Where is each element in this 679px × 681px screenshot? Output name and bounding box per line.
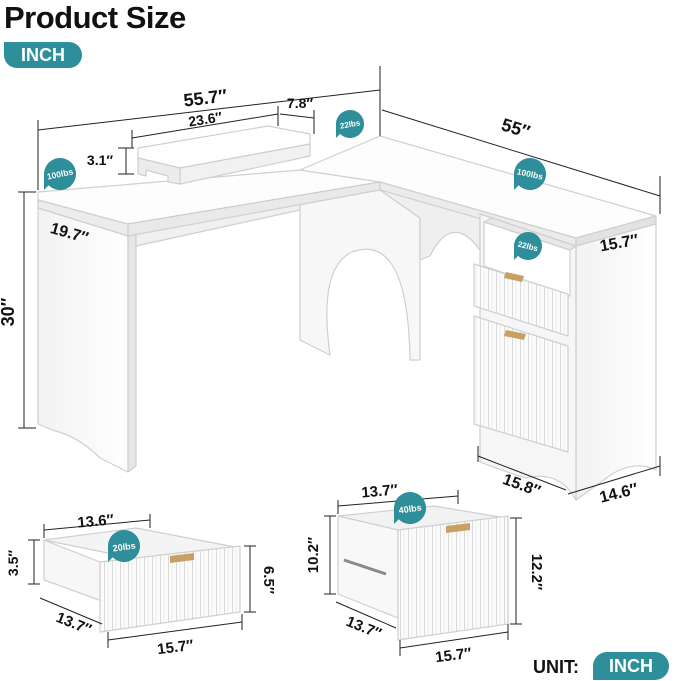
dim-height: 30″	[0, 297, 18, 326]
cabinet-lower-drawer	[473, 315, 569, 453]
dim-return-depth: 15.7″	[599, 232, 640, 256]
cabinet-side	[575, 223, 657, 501]
load-value: 20lbs	[112, 540, 136, 553]
unit-badge-bottom: INCH	[593, 652, 669, 680]
load-value: 22lbs	[339, 118, 361, 131]
load-badge-shelf: 22lbs	[514, 232, 542, 260]
small-drawer-handle	[170, 553, 194, 563]
unit-badge: INCH	[4, 42, 82, 68]
drawer-slide-rail	[343, 558, 387, 576]
large-drawer-handle	[446, 523, 470, 533]
load-badge-small-drawer: 20lbs	[108, 530, 141, 562]
load-value: 40lbs	[398, 502, 422, 515]
dim-small-drawer-depth: 13.7″	[54, 609, 94, 638]
dim-monitor-stand-depth: 7.8″	[287, 95, 313, 111]
dim-small-drawer-front-height: 6.5″	[260, 566, 277, 594]
main-dimension-lines	[18, 66, 661, 495]
cabinet-upper-drawer	[473, 263, 569, 337]
load-badge-monitor-stand: 22lbs	[336, 110, 364, 138]
dim-small-drawer-height: 3.5″	[5, 550, 21, 576]
upper-drawer-handle	[504, 272, 524, 282]
l-shaped-desk	[37, 125, 657, 501]
unit-label: UNIT:	[533, 657, 579, 677]
small-drawer-front	[99, 545, 241, 633]
load-badge-desktop-left: 100lbs	[44, 157, 77, 190]
dim-monitor-stand-height: 3.1″	[87, 152, 113, 168]
load-badge-large-drawer: 40lbs	[394, 491, 427, 524]
load-badge-desktop-right: 100lbs	[514, 157, 547, 190]
page-title: Product Size	[4, 0, 186, 35]
dim-large-drawer-depth: 13.7″	[344, 613, 384, 642]
center-support-panel	[299, 189, 421, 361]
monitor-stand-front-edge	[179, 143, 311, 185]
large-drawer-front	[397, 515, 509, 641]
dim-total-width: 55.7″	[182, 85, 228, 110]
dim-small-drawer-front-width: 15.7″	[156, 637, 194, 658]
dim-large-drawer-front-width: 15.7″	[434, 645, 472, 666]
dim-monitor-stand-width: 23.6″	[187, 108, 223, 129]
dimension-labels: 55.7″ 23.6″ 7.8″ 3.1″ 55″ 19.7″ 30″ 15.7…	[0, 85, 640, 666]
lower-drawer-handle	[504, 330, 526, 340]
dim-large-drawer-inner-width: 13.7″	[361, 481, 399, 501]
left-end-panel	[37, 199, 129, 473]
left-panel-edge	[127, 231, 137, 473]
dim-large-drawer-height: 10.2″	[305, 537, 322, 573]
small-drawer-dimension-lines	[28, 514, 256, 648]
dim-small-drawer-inner-width: 13.6″	[77, 511, 115, 531]
small-drawer-illustration	[43, 527, 241, 633]
dim-cabinet-depth: 14.6″	[598, 481, 640, 507]
dim-return-length: 55″	[499, 115, 533, 143]
dim-large-drawer-front-height: 12.2″	[528, 554, 545, 590]
